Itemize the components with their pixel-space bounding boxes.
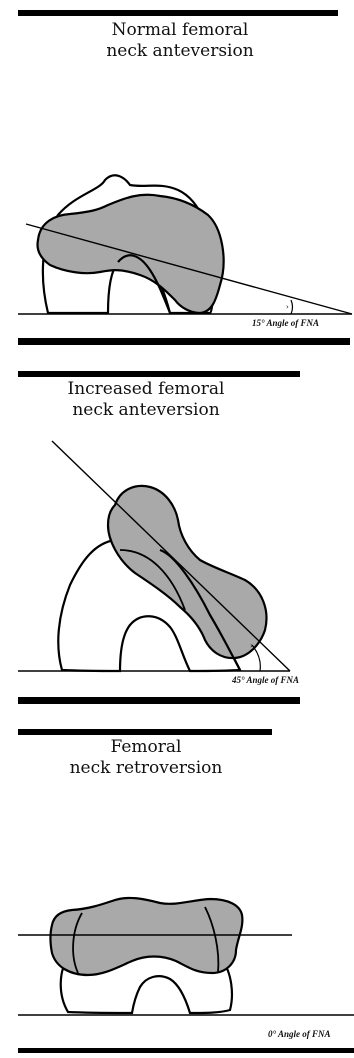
femur-diagram-increased: › — [0, 345, 354, 715]
femur-diagram-normal: › — [0, 0, 354, 345]
panel-normal-anteversion: Normal femoral neck anteversion › 15° An… — [0, 0, 354, 345]
bottom-divider-bar — [18, 697, 300, 704]
panel-neck-retroversion: Femoral neck retroversion 0° Angle of FN… — [0, 715, 354, 1058]
angle-arc — [291, 300, 293, 314]
angle-caption: 0° Angle of FNA — [268, 1029, 331, 1039]
panel-increased-anteversion: Increased femoral neck anteversion › 45°… — [0, 345, 354, 715]
angle-arrow-marker: › — [286, 303, 289, 311]
angle-arrow-marker: › — [250, 641, 253, 650]
bottom-divider-bar — [18, 1048, 354, 1053]
angle-caption: 45° Angle of FNA — [232, 675, 299, 685]
angle-caption: 15° Angle of FNA — [252, 318, 319, 328]
bottom-divider-bar — [18, 338, 350, 345]
femur-diagram-retroversion — [0, 715, 354, 1058]
